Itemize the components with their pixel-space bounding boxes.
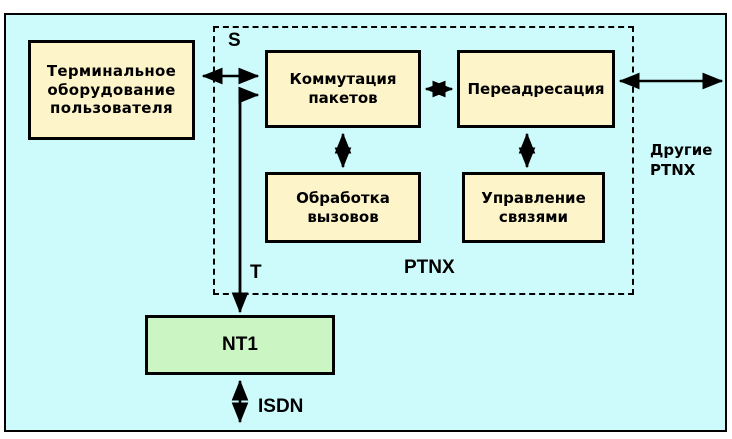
other-ptnx-label-line2: PTNX	[650, 161, 696, 180]
interface-label-s: S	[228, 30, 241, 51]
block-call-processing-line2: вызовов	[307, 207, 379, 226]
block-link-control-line2: связями	[498, 207, 569, 226]
block-packet-switching[interactable]: Коммутация пакетов	[265, 50, 421, 128]
other-ptnx-label-line1: Другие	[650, 141, 713, 159]
other-ptnx-label: Другие PTNX	[650, 140, 712, 181]
interface-label-t: T	[250, 262, 262, 283]
block-link-control-line1: Управление	[481, 188, 586, 207]
ptnx-boundary-region	[213, 26, 634, 295]
block-terminal-equipment-line2: оборудование	[47, 80, 176, 99]
block-nt1-label: NT1	[222, 334, 258, 356]
block-link-control[interactable]: Управление связями	[462, 172, 605, 243]
block-nt1[interactable]: NT1	[145, 315, 335, 375]
block-forwarding-line1: Переадресация	[467, 79, 605, 98]
block-call-processing-line1: Обработка	[296, 188, 390, 207]
interface-label-isdn: ISDN	[258, 396, 304, 417]
block-packet-switching-line2: пакетов	[308, 89, 378, 107]
ptnx-boundary-label: PTNX	[404, 257, 455, 278]
block-call-processing[interactable]: Обработка вызовов	[265, 172, 421, 243]
block-terminal-equipment[interactable]: Терминальное оборудование пользователя	[28, 40, 195, 140]
block-terminal-equipment-line3: пользователя	[50, 99, 173, 118]
block-terminal-equipment-line1: Терминальное	[46, 61, 177, 80]
block-forwarding[interactable]: Переадресация	[457, 50, 615, 128]
block-packet-switching-line1: Коммутация	[289, 70, 397, 89]
